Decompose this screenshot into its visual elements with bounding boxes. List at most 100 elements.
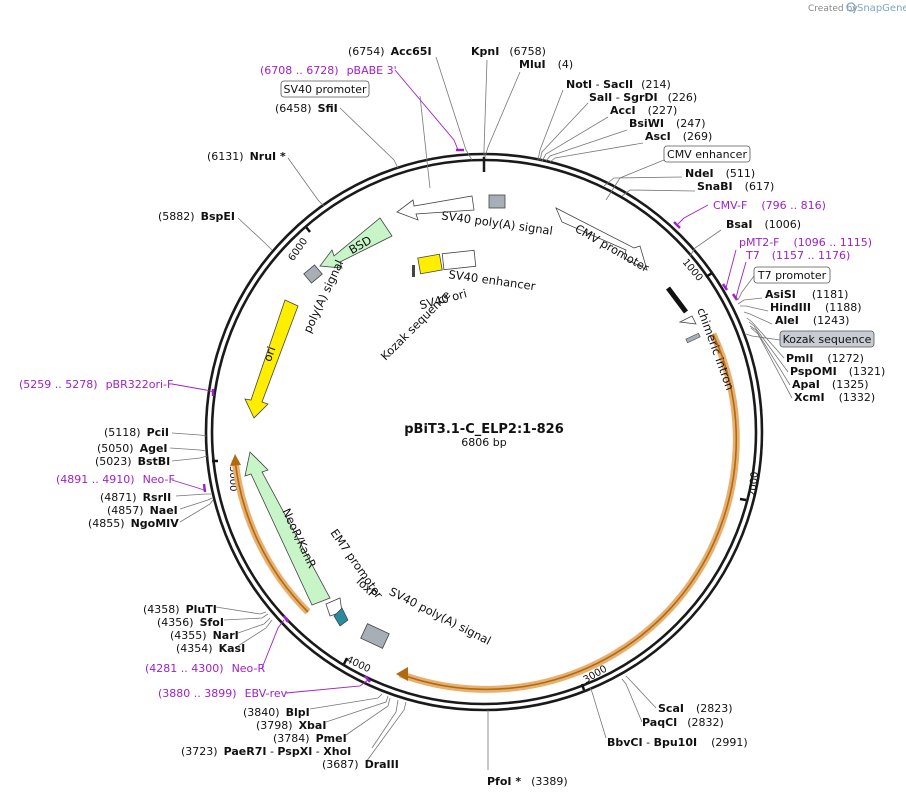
gray-feature-top bbox=[488, 194, 506, 209]
primer-pbr322-range: (5259 .. 5278) bbox=[19, 378, 98, 391]
tick-1000-mark bbox=[705, 271, 713, 279]
site-bspei-pos: (5882) bbox=[158, 210, 195, 223]
site-bspei-name: BspEI bbox=[201, 210, 235, 223]
site-bstbi: (5023)BstBI bbox=[95, 455, 170, 468]
site-scai-pos: (2823) bbox=[696, 702, 733, 715]
leader-apai bbox=[749, 325, 791, 386]
site-pspomi-name: PspOMI bbox=[790, 365, 837, 378]
leader-pmei bbox=[345, 697, 391, 736]
site-ngomiv-name: NgoMIV bbox=[131, 517, 180, 530]
leader-bsiwi bbox=[545, 129, 628, 162]
site-agei-name: AgeI bbox=[140, 442, 168, 455]
site-asci-name: AscI bbox=[645, 130, 671, 143]
orf-arc-left-core bbox=[234, 459, 309, 613]
site-pcii-name: PciI bbox=[147, 426, 169, 439]
site-pluti-pos: (4358) bbox=[143, 603, 180, 616]
credit-prefix: Created by bbox=[808, 4, 858, 14]
tick-6000-mark bbox=[305, 226, 311, 233]
site-ndei: NdeI(511) bbox=[685, 167, 755, 180]
primer-cmvf-range: (796 .. 816) bbox=[761, 199, 826, 212]
site-naei-pos: (4857) bbox=[107, 504, 144, 517]
site-paer7i-name: PaeR7I bbox=[224, 745, 267, 758]
leader-kozak bbox=[745, 333, 781, 341]
site-hindiii-name: HindIII bbox=[770, 301, 811, 314]
site-acc65i: (6754)Acc65I bbox=[348, 45, 432, 58]
leader-pbr322 bbox=[171, 383, 215, 393]
site-pmei-pos: (3784) bbox=[273, 732, 310, 745]
site-noti-name2: SacII bbox=[603, 78, 633, 91]
site-acc65i-name: Acc65I bbox=[391, 45, 432, 58]
leader-acc65i bbox=[435, 56, 473, 161]
site-apai-name: ApaI bbox=[792, 378, 820, 391]
site-paqci: PaqCI(2832) bbox=[642, 716, 724, 729]
site-agei-pos: (5050) bbox=[97, 442, 134, 455]
site-pluti-name: PluTI bbox=[186, 603, 217, 616]
site-asisi-pos: (1181) bbox=[812, 288, 849, 301]
tick-2000: 2000 bbox=[748, 471, 761, 497]
leader-neof bbox=[171, 479, 205, 491]
site-apai-pos: (1325) bbox=[832, 378, 869, 391]
site-noti-pos: (214) bbox=[641, 78, 671, 91]
site-pcii-pos: (5118) bbox=[104, 426, 141, 439]
site-kpni: KpnI(6758) bbox=[471, 45, 546, 58]
leader-cmvenhancer bbox=[605, 159, 665, 201]
orf-arc-right-head bbox=[396, 667, 408, 681]
leader-naei bbox=[179, 497, 213, 510]
leader-bsai bbox=[689, 229, 722, 257]
primer-pbabe3: (6708 .. 6728)pBABE 3' bbox=[260, 64, 397, 77]
site-ndei-pos: (511) bbox=[726, 167, 756, 180]
leader-blpi bbox=[309, 693, 383, 710]
leader-t7 bbox=[735, 261, 747, 299]
leader-bbvci bbox=[589, 687, 607, 739]
site-agei: (5050) AgeI bbox=[97, 442, 168, 455]
site-bsai: BsaI(1006) bbox=[726, 218, 801, 231]
site-sali: SalI - SgrDI(226) bbox=[589, 91, 697, 104]
primer-neof-range: (4891 .. 4910) bbox=[56, 473, 135, 486]
ori-arrow bbox=[244, 299, 299, 419]
site-alei-pos: (1243) bbox=[813, 314, 850, 327]
leader-pmt2f bbox=[725, 249, 737, 289]
polya-signal-box bbox=[303, 264, 323, 284]
site-kasi-name: KasI bbox=[219, 642, 246, 655]
site-paqci-pos: (2832) bbox=[687, 716, 724, 729]
site-xcmi: XcmI(1332) bbox=[794, 391, 875, 404]
site-noti-name: NotI bbox=[566, 78, 592, 91]
plasmid-size: 6806 bp bbox=[461, 436, 506, 449]
sv40-polya-top-label: SV40 poly(A) signal bbox=[441, 208, 554, 237]
leader-scai bbox=[625, 675, 657, 709]
site-acci: AccI(227) bbox=[610, 104, 677, 117]
site-sali-pos: (226) bbox=[668, 91, 698, 104]
primer-ebvrev-range: (3880 .. 3899) bbox=[158, 687, 237, 700]
site-pfoi-name: PfoI * bbox=[487, 775, 521, 788]
primer-neor-range: (4281 .. 4300) bbox=[145, 662, 224, 675]
sv40-promoter-label: SV40 promoter bbox=[283, 83, 367, 96]
primer-t7-mark bbox=[731, 293, 739, 301]
site-pmli-name: PmlI bbox=[786, 352, 813, 365]
site-paer7i-name2: PspXI bbox=[277, 745, 312, 758]
leader-kpni bbox=[483, 59, 488, 157]
site-sali-sep: - bbox=[612, 91, 623, 104]
leader-pspomi bbox=[748, 321, 789, 373]
site-snabi-pos: (617) bbox=[745, 180, 775, 193]
leader-rsrii bbox=[175, 493, 211, 497]
leader-paer7i bbox=[371, 699, 399, 749]
primer-neof-name: Neo-F bbox=[143, 473, 175, 486]
site-xbai: (3798)XbaI bbox=[256, 719, 326, 732]
leader-asci bbox=[549, 142, 644, 163]
primer-pbr322-name: pBR322ori-F bbox=[106, 378, 174, 391]
orf-arc-left-head bbox=[230, 454, 241, 466]
site-kasi-pos: (4354) bbox=[176, 642, 213, 655]
kozak-inner-label: Kozak sequence bbox=[378, 288, 454, 364]
boxed-labels: SV40 promoter CMV enhancer T7 promoter K… bbox=[280, 80, 875, 348]
site-paer7i-sep2: - bbox=[312, 745, 323, 758]
t7-promoter-label: T7 promoter bbox=[757, 269, 827, 282]
site-mlui-pos: (4) bbox=[558, 58, 574, 71]
leader-nrui bbox=[287, 157, 325, 207]
primer-t7-name: T7 bbox=[745, 249, 760, 262]
leader-xbai bbox=[325, 695, 389, 723]
site-draiii-name: DraIII bbox=[365, 758, 399, 771]
site-sfii: (6458)SfiI bbox=[275, 102, 338, 115]
leader-ngomiv bbox=[179, 499, 214, 523]
site-sali-name: SalI bbox=[589, 91, 612, 104]
site-scai-name: ScaI bbox=[658, 702, 684, 715]
